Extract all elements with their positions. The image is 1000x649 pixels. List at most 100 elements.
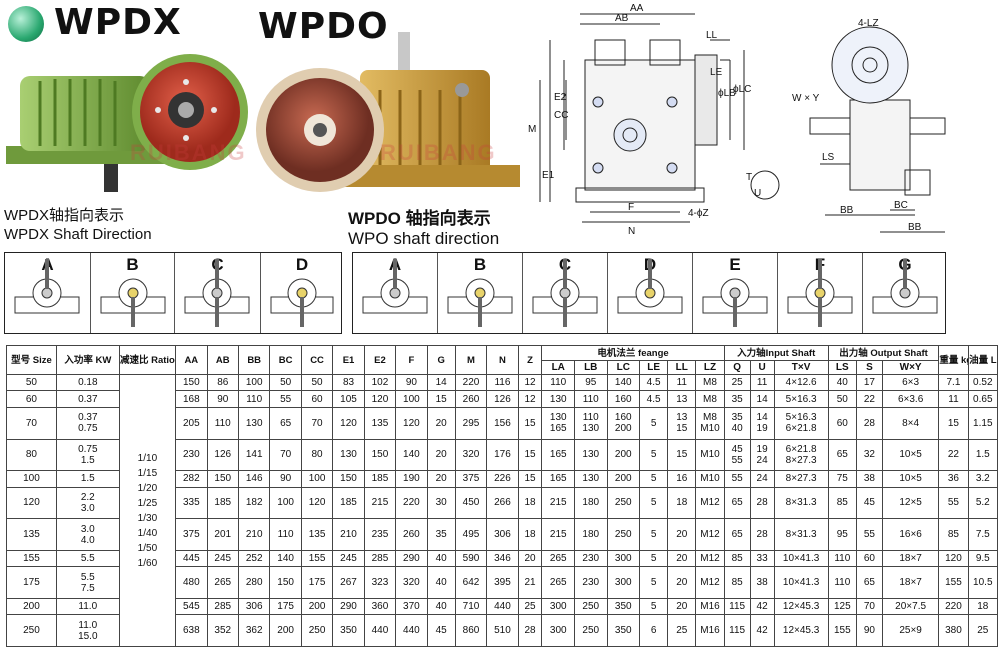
value-cell: 20 <box>426 470 456 488</box>
value-cell: 25 <box>667 614 697 647</box>
header-col: AA <box>175 345 208 375</box>
size-cell: 100 <box>6 470 57 488</box>
value-cell: 320 <box>395 566 428 599</box>
value-cell: 17 <box>855 373 883 392</box>
value-cell: 5×16.3 <box>773 390 829 408</box>
header-input-shaft: 入力轴Input Shaft <box>723 345 829 361</box>
value-cell: 85 <box>723 566 751 599</box>
value-cell: 165 <box>541 438 575 472</box>
value-cell: 70 <box>855 597 883 616</box>
value-cell: 90 <box>855 614 883 647</box>
value-cell: 201 <box>206 518 239 551</box>
spec-table: 型号 Size 入功率 KW 减速比 Ratio AA AB BB BC CC … <box>6 345 999 647</box>
value-cell: 102 <box>363 373 397 392</box>
value-cell: 38 <box>749 566 775 599</box>
value-cell: 25 <box>723 373 751 392</box>
value-cell: 320 <box>454 438 488 472</box>
value-cell: 42 <box>749 597 775 616</box>
value-cell: 110 <box>269 518 302 551</box>
header-col: U <box>749 360 775 375</box>
value-cell: 20 <box>667 566 697 599</box>
value-cell: 450 <box>454 486 488 520</box>
value-cell: 200 <box>606 470 641 488</box>
size-cell: 135 <box>6 518 57 551</box>
dim-label-bb-bottom: BB <box>908 222 922 233</box>
header-col: S <box>855 360 883 375</box>
value-cell: 115 <box>723 597 751 616</box>
watermark: RUIBANG <box>130 140 247 165</box>
dim-label-u: U <box>754 188 761 199</box>
value-cell: 226 <box>486 470 519 488</box>
value-cell: 86 <box>206 373 239 392</box>
value-cell: 14 <box>749 390 775 408</box>
value-cell: 12×45.3 <box>773 614 829 647</box>
value-cell: 10×5 <box>881 470 940 488</box>
header-weight: 重量 kg <box>938 345 969 375</box>
value-cell: 495 <box>454 518 488 551</box>
value-cell: 140 <box>606 373 641 392</box>
value-cell: 280 <box>237 566 271 599</box>
value-cell: 710 <box>454 597 488 616</box>
header-ratio: 减速比 Ratio <box>118 345 177 375</box>
value-cell: 200 <box>606 438 641 472</box>
value-cell: 55 <box>855 518 883 551</box>
value-cell: 352 <box>206 614 239 647</box>
value-cell: 306 <box>486 518 519 551</box>
wpdo-direction-strip: A B C D E F G <box>352 252 946 334</box>
value-cell: 265 <box>206 566 239 599</box>
header-col: Q <box>723 360 751 375</box>
value-cell: 21 <box>517 566 543 599</box>
value-cell: 375 <box>175 518 208 551</box>
header-col: G <box>426 345 456 375</box>
value-cell: 290 <box>332 597 365 616</box>
wpdx-caption-en: WPDX Shaft Direction <box>4 226 152 243</box>
value-cell: M10 <box>695 470 725 488</box>
direction-letter: B <box>473 255 487 274</box>
value-cell: 116 <box>486 373 519 392</box>
value-cell: 32 <box>855 438 883 472</box>
value-cell: 200 <box>300 597 334 616</box>
header-col: BB <box>237 345 271 375</box>
value-cell: 120 <box>938 549 969 568</box>
value-cell: 4×12.6 <box>773 373 829 392</box>
value-cell: 220 <box>395 486 428 520</box>
value-cell: 25×9 <box>881 614 940 647</box>
direction-letter: B <box>126 255 139 274</box>
value-cell: 45 <box>426 614 456 647</box>
value-cell: 6 <box>639 614 669 647</box>
value-cell: 35 <box>426 518 456 551</box>
value-cell: 6×3 <box>881 373 940 392</box>
header-col: LS <box>827 360 857 375</box>
value-cell: 7.5 <box>967 518 999 551</box>
header-col: N <box>486 345 519 375</box>
value-cell: 120 <box>332 406 365 440</box>
value-cell: 70 <box>269 438 302 472</box>
value-cell: 100 <box>300 470 334 488</box>
value-cell: 15 <box>426 390 456 408</box>
header-kw: 入功率 KW <box>55 345 120 375</box>
value-cell: 130 <box>541 390 575 408</box>
dim-label-n: N <box>628 226 635 237</box>
value-cell: 210 <box>332 518 365 551</box>
dim-label-t: T <box>746 172 752 183</box>
value-cell: 150 <box>363 438 397 472</box>
value-cell: 45 <box>855 486 883 520</box>
value-cell: 105 <box>332 390 365 408</box>
value-cell: 290 <box>395 549 428 568</box>
value-cell: 185 <box>206 486 239 520</box>
value-cell: 40 <box>426 597 456 616</box>
value-cell: M16 <box>695 614 725 647</box>
value-cell: 140 <box>269 549 302 568</box>
value-cell: 140 <box>395 438 428 472</box>
value-cell: 120 <box>363 390 397 408</box>
value-cell: M8 <box>695 373 725 392</box>
value-cell: 235 <box>363 518 397 551</box>
value-cell: 24 <box>749 470 775 488</box>
green-ball-icon <box>8 6 44 42</box>
value-cell: 130 <box>332 438 365 472</box>
